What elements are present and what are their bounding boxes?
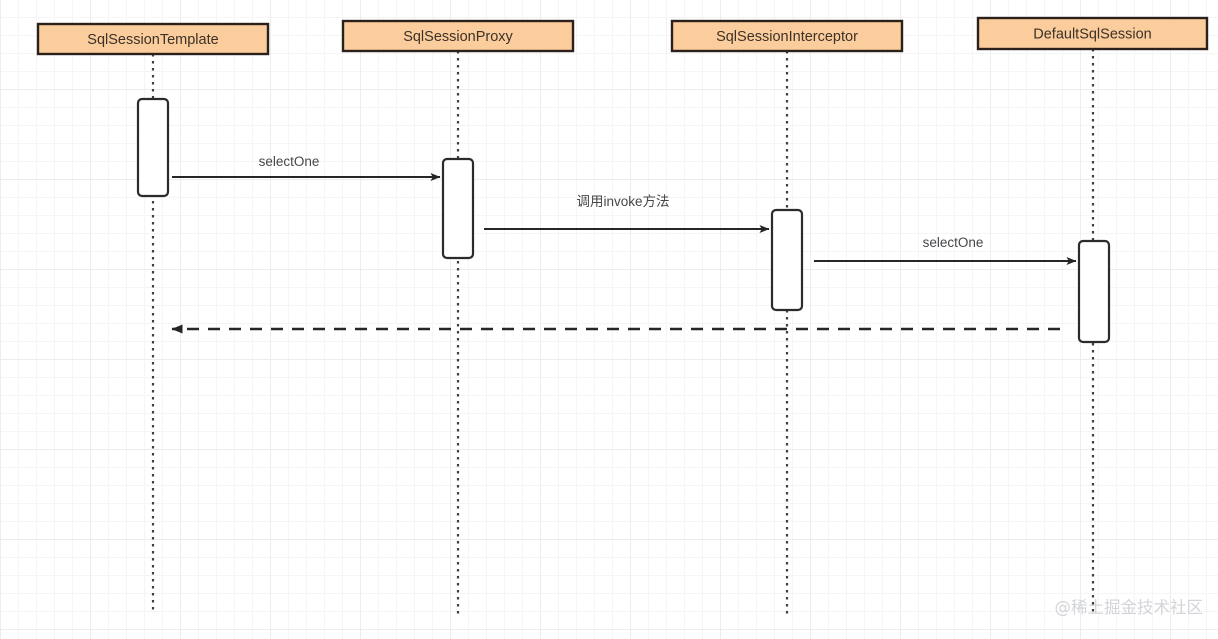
message-label-3: selectOne: [923, 235, 984, 250]
participant-sqlsessiontemplate[interactable]: SqlSessionTemplate: [36, 22, 270, 56]
messages-group: selectOne 调用invoke方法 selectOne: [171, 154, 1077, 334]
participant-defaultsqlsession[interactable]: DefaultSqlSession: [976, 16, 1209, 51]
participant-label: SqlSessionProxy: [403, 29, 513, 45]
activation-bar-sqlsessionproxy: [441, 157, 475, 260]
message-label-2: 调用invoke方法: [576, 194, 669, 209]
activation-bars-group: [136, 97, 1111, 344]
participant-label: SqlSessionInterceptor: [716, 29, 858, 45]
participant-box[interactable]: [36, 22, 270, 56]
participant-box[interactable]: [341, 19, 575, 53]
activation-bar-sqlsessioninterceptor: [770, 208, 804, 312]
activation-bar-sqlsessiontemplate: [136, 97, 170, 198]
participant-label: SqlSessionTemplate: [87, 32, 218, 48]
participant-label: DefaultSqlSession: [1033, 26, 1152, 42]
lifelines-group: [151, 49, 1095, 614]
activation-bar-defaultsqlsession: [1077, 239, 1111, 344]
participant-box[interactable]: [976, 16, 1209, 51]
message-label-1: selectOne: [259, 154, 320, 169]
participant-box[interactable]: [670, 19, 904, 53]
watermark-text: @稀土掘金技术社区: [1055, 598, 1204, 617]
participant-sqlsessioninterceptor[interactable]: SqlSessionInterceptor: [670, 19, 904, 53]
participants-group: SqlSessionTemplate SqlSessionProxy SqlSess…: [36, 16, 1209, 56]
participant-sqlsessionproxy[interactable]: SqlSessionProxy: [341, 19, 575, 53]
